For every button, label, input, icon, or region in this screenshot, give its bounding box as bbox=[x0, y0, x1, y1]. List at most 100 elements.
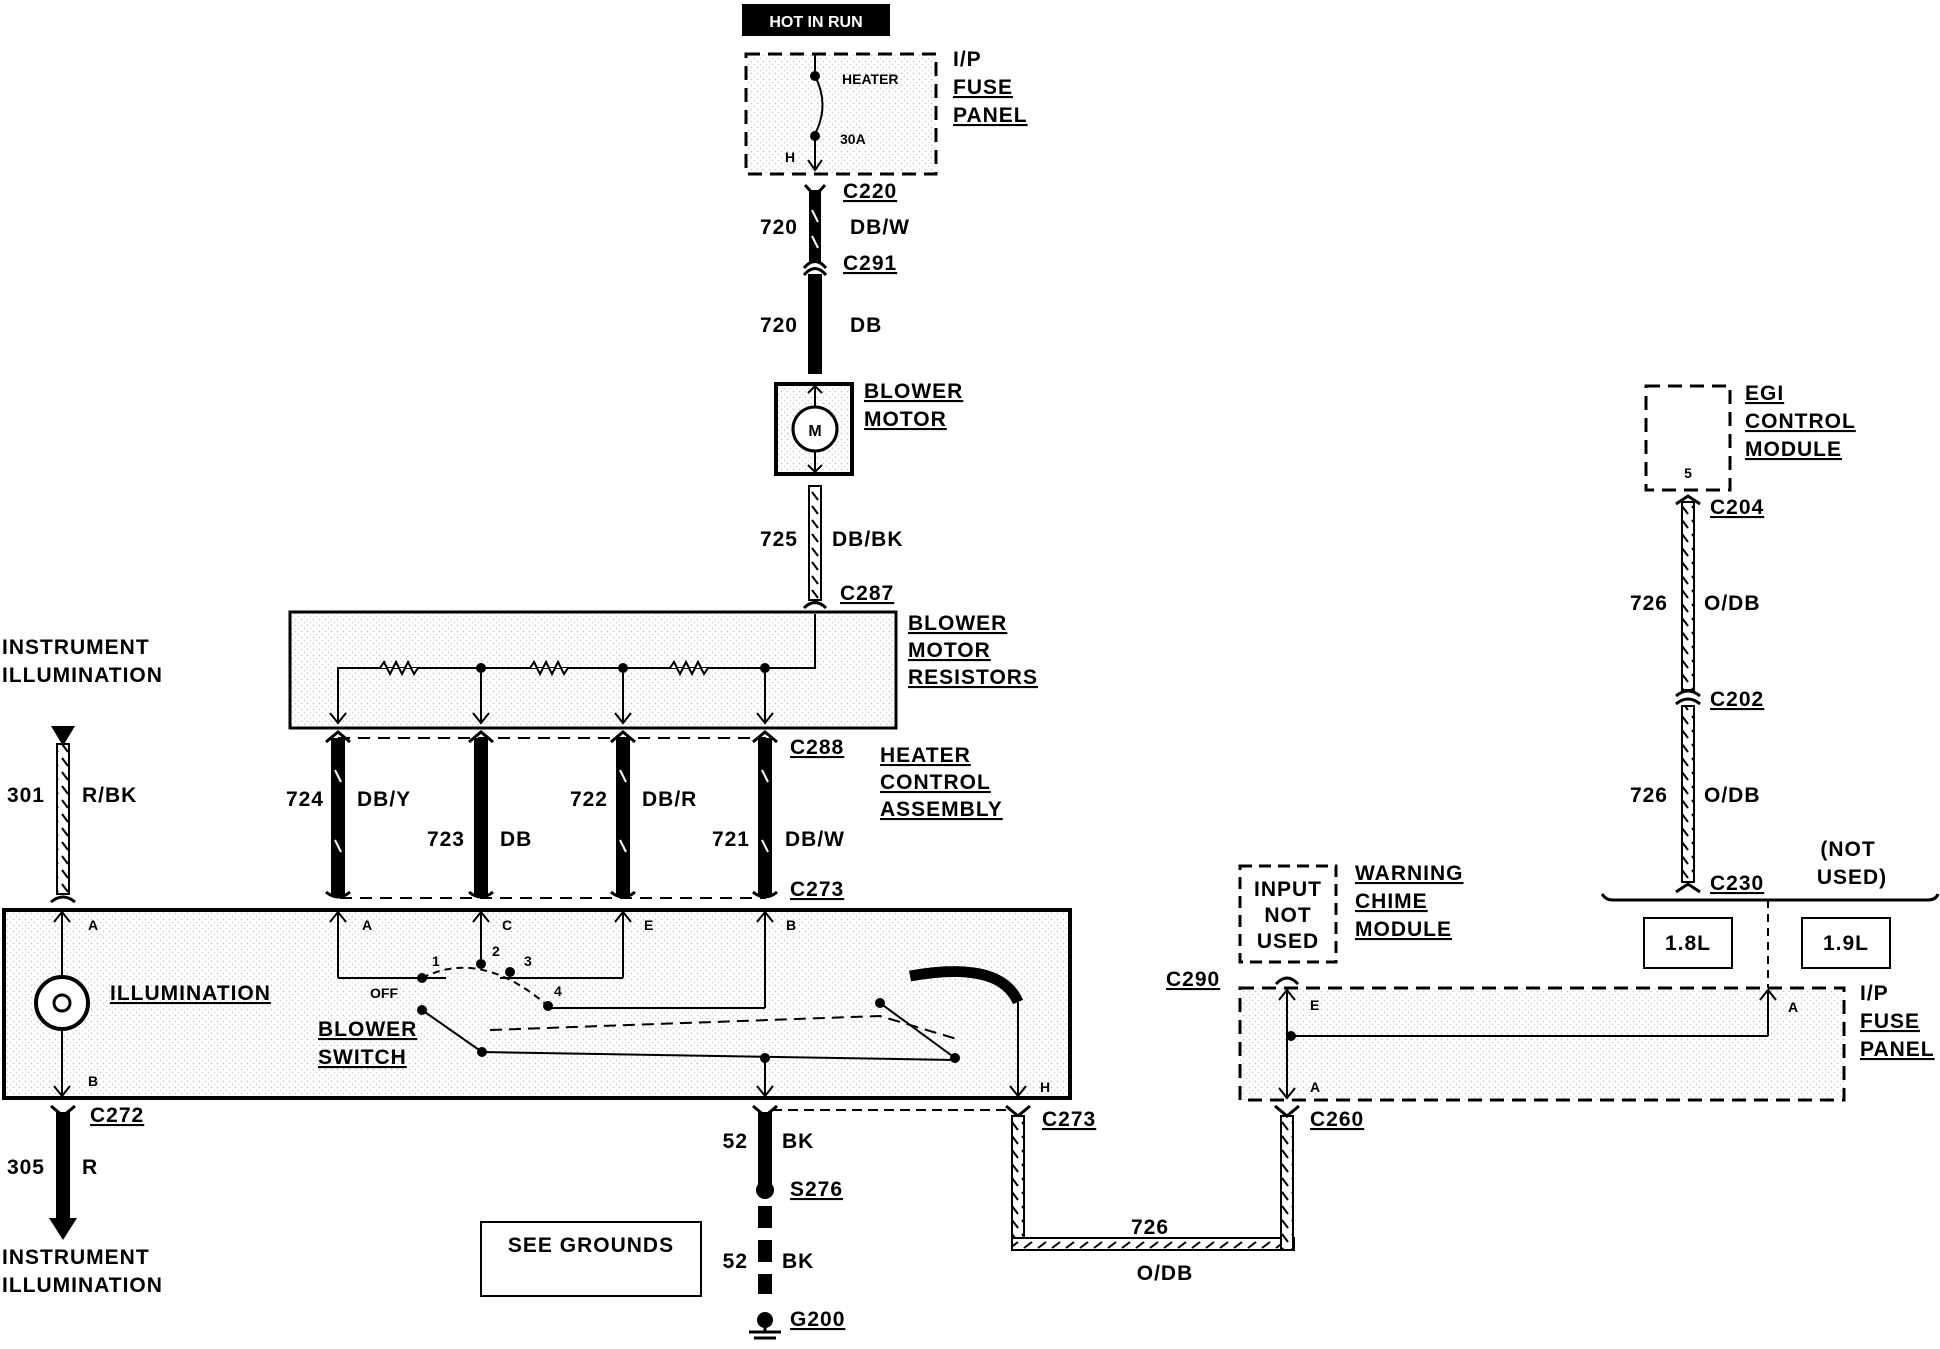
svg-text:FUSE: FUSE bbox=[953, 76, 1013, 99]
wire-721-dbw bbox=[758, 738, 772, 896]
svg-text:R/BK: R/BK bbox=[82, 784, 137, 807]
resistor-icon bbox=[529, 659, 569, 677]
svg-text:SEE GROUNDS: SEE GROUNDS bbox=[508, 1234, 674, 1257]
connector-c291-icon bbox=[802, 260, 828, 270]
svg-text:INSTRUMENT: INSTRUMENT bbox=[2, 1246, 150, 1269]
svg-text:721: 721 bbox=[712, 828, 750, 851]
svg-text:HOT IN RUN: HOT IN RUN bbox=[769, 14, 862, 31]
svg-text:O/DB: O/DB bbox=[1704, 784, 1761, 807]
connector-c273-bottom: C273 bbox=[1042, 1108, 1096, 1131]
wire-726-odb-b bbox=[1681, 705, 1695, 883]
svg-text:726: 726 bbox=[1630, 592, 1668, 615]
svg-text:DB/W: DB/W bbox=[785, 828, 845, 851]
switch-wiper-icon bbox=[421, 1009, 483, 1053]
svg-text:H: H bbox=[1040, 1079, 1050, 1095]
svg-text:ILLUMINATION: ILLUMINATION bbox=[2, 664, 163, 687]
svg-text:A: A bbox=[1788, 999, 1798, 1015]
svg-text:MODULE: MODULE bbox=[1355, 918, 1452, 941]
ground-g200: G200 bbox=[790, 1308, 845, 1331]
connector-c290: C290 bbox=[1166, 968, 1220, 991]
splice-s276-icon bbox=[756, 1181, 774, 1199]
see-grounds-box: SEE GROUNDS bbox=[480, 1221, 702, 1297]
ip-fuse-panel-top: HEATER 30A H bbox=[744, 52, 938, 176]
arrow-down-icon bbox=[49, 1218, 77, 1240]
wire-305-r bbox=[56, 1112, 70, 1222]
svg-text:NOT: NOT bbox=[1264, 904, 1311, 927]
option-1-9l: 1.9L bbox=[1801, 917, 1891, 969]
connector-c288: C288 bbox=[790, 736, 844, 759]
connector-c260: C260 bbox=[1310, 1108, 1364, 1131]
ip-fuse-panel-top-label: I/P FUSE PANEL bbox=[953, 48, 1028, 127]
svg-text:723: 723 bbox=[427, 828, 465, 851]
svg-text:ILLUMINATION: ILLUMINATION bbox=[110, 982, 271, 1005]
svg-text:RESISTORS: RESISTORS bbox=[908, 666, 1038, 689]
svg-text:FUSE: FUSE bbox=[1860, 1010, 1920, 1033]
connector-c272: C272 bbox=[90, 1104, 144, 1127]
svg-text:PANEL: PANEL bbox=[953, 104, 1028, 127]
wire-301-rbk bbox=[56, 743, 70, 895]
svg-text:B: B bbox=[88, 1073, 98, 1089]
svg-text:OFF: OFF bbox=[370, 985, 398, 1001]
svg-text:DB: DB bbox=[850, 314, 882, 337]
svg-text:BK: BK bbox=[782, 1250, 814, 1273]
connector-c204: C204 bbox=[1710, 496, 1764, 519]
svg-text:BLOWER: BLOWER bbox=[318, 1018, 417, 1041]
svg-text:1.9L: 1.9L bbox=[1823, 932, 1869, 955]
svg-text:52: 52 bbox=[723, 1250, 748, 1273]
connector-c287-icon bbox=[802, 601, 828, 610]
svg-text:DB/Y: DB/Y bbox=[357, 788, 411, 811]
svg-text:USED: USED bbox=[1257, 930, 1319, 953]
svg-text:CONTROL: CONTROL bbox=[1745, 410, 1856, 433]
svg-text:PANEL: PANEL bbox=[1860, 1038, 1935, 1061]
option-1-8l: 1.8L bbox=[1643, 917, 1733, 969]
svg-text:C: C bbox=[502, 917, 512, 933]
svg-text:30A: 30A bbox=[840, 131, 866, 147]
svg-text:INPUT: INPUT bbox=[1254, 878, 1322, 901]
svg-text:BK: BK bbox=[782, 1130, 814, 1153]
svg-text:5: 5 bbox=[1684, 465, 1692, 481]
svg-text:O/DB: O/DB bbox=[1137, 1262, 1194, 1285]
input-not-used-box: INPUT NOT USED bbox=[1238, 864, 1338, 964]
ip-fuse-panel-right bbox=[1238, 986, 1846, 1102]
svg-text:R: R bbox=[82, 1156, 98, 1179]
svg-text:DB: DB bbox=[500, 828, 532, 851]
wire-720-dbw bbox=[809, 190, 821, 262]
svg-text:2: 2 bbox=[492, 943, 500, 959]
hot-in-run-tag: HOT IN RUN bbox=[742, 4, 890, 36]
svg-text:1: 1 bbox=[432, 953, 440, 969]
option-bracket bbox=[1600, 893, 1940, 902]
svg-text:E: E bbox=[1310, 997, 1319, 1013]
svg-text:A: A bbox=[362, 917, 372, 933]
svg-text:726: 726 bbox=[1131, 1216, 1169, 1239]
fuse-link-icon bbox=[814, 75, 824, 135]
svg-text:DB/BK: DB/BK bbox=[832, 528, 904, 551]
svg-text:724: 724 bbox=[286, 788, 324, 811]
svg-text:HEATER: HEATER bbox=[842, 71, 899, 87]
svg-text:E: E bbox=[644, 917, 653, 933]
svg-text:USED): USED) bbox=[1817, 866, 1887, 889]
motor-icon bbox=[791, 405, 839, 453]
svg-text:M: M bbox=[808, 423, 821, 440]
svg-text:O/DB: O/DB bbox=[1704, 592, 1761, 615]
svg-text:4: 4 bbox=[554, 983, 562, 999]
blower-switch-box bbox=[2, 908, 1072, 1100]
resistor-icon bbox=[379, 659, 419, 677]
thermal-breaker-icon bbox=[909, 966, 1024, 1005]
blower-motor: M bbox=[774, 382, 854, 476]
svg-text:722: 722 bbox=[570, 788, 608, 811]
svg-text:(NOT: (NOT bbox=[1820, 838, 1875, 861]
connector-c202: C202 bbox=[1710, 688, 1764, 711]
svg-text:MOTOR: MOTOR bbox=[864, 408, 947, 431]
wire-726-odb-a bbox=[1681, 501, 1695, 691]
svg-text:ASSEMBLY: ASSEMBLY bbox=[880, 798, 1003, 821]
svg-text:DB/W: DB/W bbox=[850, 216, 910, 239]
wire-724-dby bbox=[331, 738, 345, 896]
svg-text:MOTOR: MOTOR bbox=[908, 639, 991, 662]
svg-text:ILLUMINATION: ILLUMINATION bbox=[2, 1274, 163, 1297]
svg-text:305: 305 bbox=[7, 1156, 45, 1179]
svg-text:INSTRUMENT: INSTRUMENT bbox=[2, 636, 150, 659]
svg-text:52: 52 bbox=[723, 1130, 748, 1153]
svg-text:MODULE: MODULE bbox=[1745, 438, 1842, 461]
